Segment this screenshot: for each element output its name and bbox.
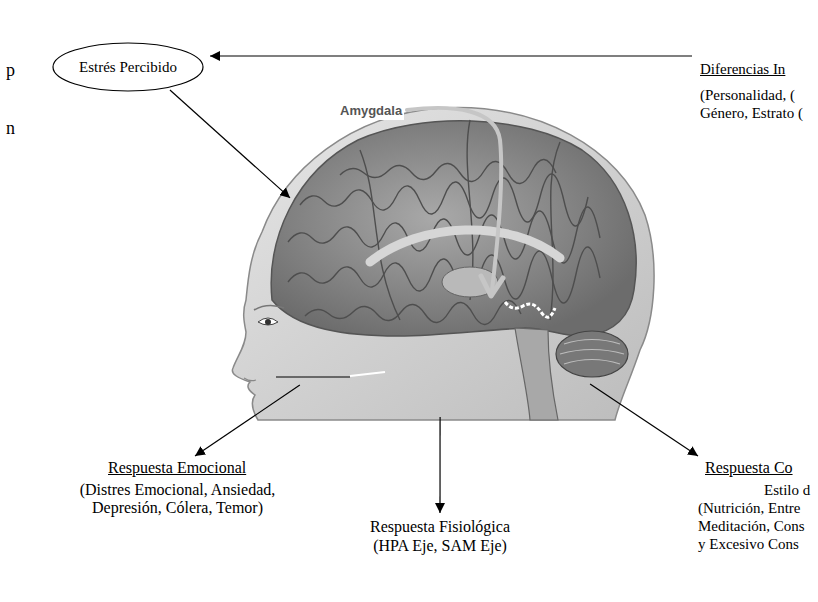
amygdala-pointer (407, 108, 501, 290)
folia-line (564, 340, 620, 345)
section-body: (HPA Eje, SAM Eje) (345, 537, 535, 555)
gyrus-line (300, 174, 588, 226)
section-heading: Respuesta Fisiológica (345, 518, 535, 536)
eyebrow (254, 305, 284, 310)
folia-line (560, 350, 624, 355)
cerebellum (556, 331, 628, 377)
section-heading: Respuesta Co (705, 459, 793, 477)
section-line (276, 377, 350, 378)
pupil (265, 319, 271, 325)
text-group: Respuesta Co Estilo d(Nutrición, Entre Me… (698, 459, 814, 553)
brain-section (271, 121, 636, 336)
ellipse-label: Estrés Percibido (79, 58, 177, 76)
gyrus-line (288, 207, 600, 263)
text-group: Diferencias In (Personalidad, ( Género, E… (700, 60, 806, 122)
section-subheading: Estilo d (764, 481, 810, 499)
corpus-callosum (370, 230, 560, 262)
gyrus-line (305, 300, 521, 324)
section-line-light (350, 372, 385, 376)
sulcus-line (550, 142, 560, 320)
folia-line (564, 360, 620, 365)
section-body: (Nutrición, Entre Meditación, Cons y Exc… (698, 499, 814, 553)
flow-arrow (210, 55, 692, 56)
head-silhouette (232, 107, 654, 420)
eye (258, 318, 278, 325)
cerebellum-folia (560, 340, 624, 365)
flow-arrow (170, 90, 290, 198)
section-body: (Distres Emocional, Ansiedad, Depresión,… (70, 481, 285, 517)
flow-arrow (439, 417, 440, 513)
structure-label: Amygdala (338, 102, 404, 120)
margin-letter: p (6, 60, 15, 80)
gyrus-line (340, 159, 556, 183)
flow-arrow (195, 385, 300, 456)
amygdala-pointer-head (481, 276, 503, 296)
text-group: Respuesta Emocional (Distres Emocional, A… (70, 459, 285, 517)
text-group: Respuesta Fisiológica(HPA Eje, SAM Eje) (345, 518, 535, 555)
section-heading: Diferencias In (700, 60, 785, 78)
sulcus-line (360, 150, 400, 320)
section-body: (Personalidad, ( Género, Estrato ( (700, 86, 806, 122)
brain-gyri (288, 120, 600, 325)
section-heading: Respuesta Emocional (108, 459, 246, 477)
flow-arrow (590, 384, 698, 456)
ellipse-outline (53, 43, 203, 91)
nostril (244, 378, 256, 381)
ellipse-node: Estrés Percibido (52, 42, 204, 92)
hippocampus (505, 302, 555, 317)
brain-node: Amygdala (228, 100, 653, 420)
margin-letter: n (6, 118, 15, 138)
brainstem (515, 328, 558, 420)
